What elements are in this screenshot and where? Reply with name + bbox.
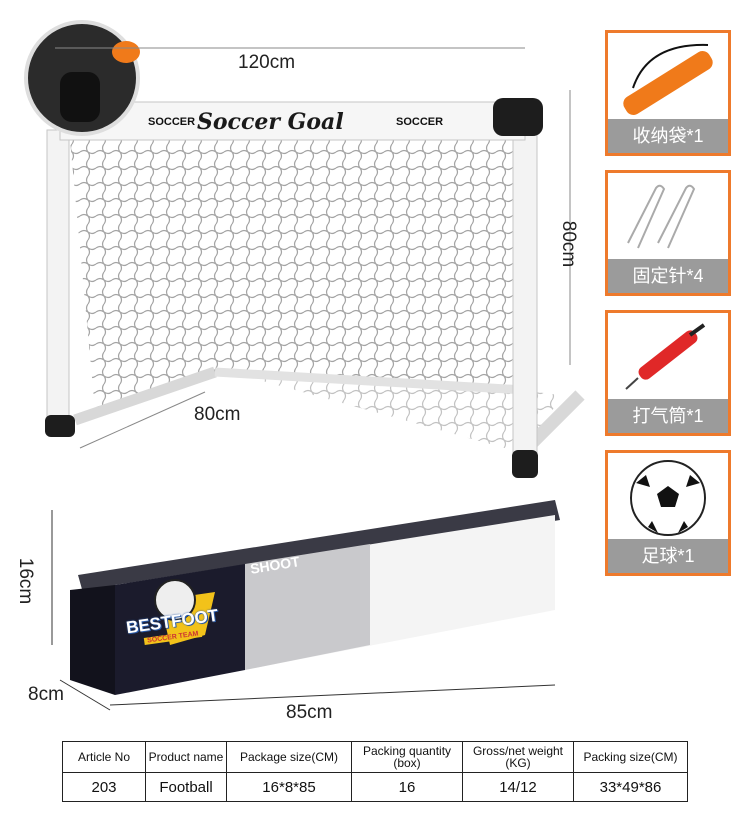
goal-width-label: 120cm [238, 52, 296, 73]
soccer-ball-icon [630, 460, 706, 536]
accessory-label: 收纳袋*1 [608, 119, 728, 153]
hand-pump-icon [625, 323, 706, 390]
accessory-label: 固定针*4 [608, 259, 728, 293]
header-article-no: Article No [62, 741, 146, 773]
soccer-goal-illustration [24, 20, 585, 478]
cell-weight: 14/12 [462, 772, 574, 802]
packaging-box-illustration [51, 500, 560, 711]
crossbar-badge-left: SOCCER [148, 116, 196, 128]
table-row: 203 Football 16*8*85 16 14/12 33*49*86 [62, 772, 688, 802]
accessory-panel-ground-pegs: 固定针*4 [605, 170, 731, 296]
accessory-label: 打气筒*1 [608, 399, 728, 433]
header-packing-size: Packing size(CM) [573, 741, 688, 773]
goal-depth-label: 80cm [194, 404, 241, 425]
header-product-name: Product name [145, 741, 227, 773]
cell-packing-size: 33*49*86 [573, 772, 688, 802]
cell-product-name: Football [145, 772, 227, 802]
crossbar-brand-text: Soccer Goal [197, 109, 344, 135]
box-length-label: 85cm [286, 702, 333, 723]
cell-package-size: 16*8*85 [226, 772, 352, 802]
header-weight: Gross/net weight (KG) [462, 741, 574, 773]
accessory-panel-soccer-ball: 足球*1 [605, 450, 731, 576]
accessory-panel-carry-bag: 收纳袋*1 [605, 30, 731, 156]
header-packing-quantity: Packing quantity (box) [351, 741, 463, 773]
spec-table: Article No Product name Package size(CM)… [62, 741, 688, 802]
header-package-size: Package size(CM) [226, 741, 352, 773]
crossbar-badge-right: SOCCER [396, 116, 444, 128]
cell-article-no: 203 [62, 772, 146, 802]
carry-bag-icon [623, 43, 713, 115]
accessory-label: 足球*1 [608, 539, 728, 573]
spec-table-header-row: Article No Product name Package size(CM)… [62, 741, 688, 773]
cell-packing-quantity: 16 [351, 772, 463, 802]
goal-height-label: 80cm [558, 220, 580, 268]
box-depth-label: 8cm [28, 684, 64, 705]
accessory-panel-hand-pump: 打气筒*1 [605, 310, 731, 436]
ground-pegs-icon [627, 184, 696, 249]
box-height-label: 16cm [15, 557, 37, 605]
